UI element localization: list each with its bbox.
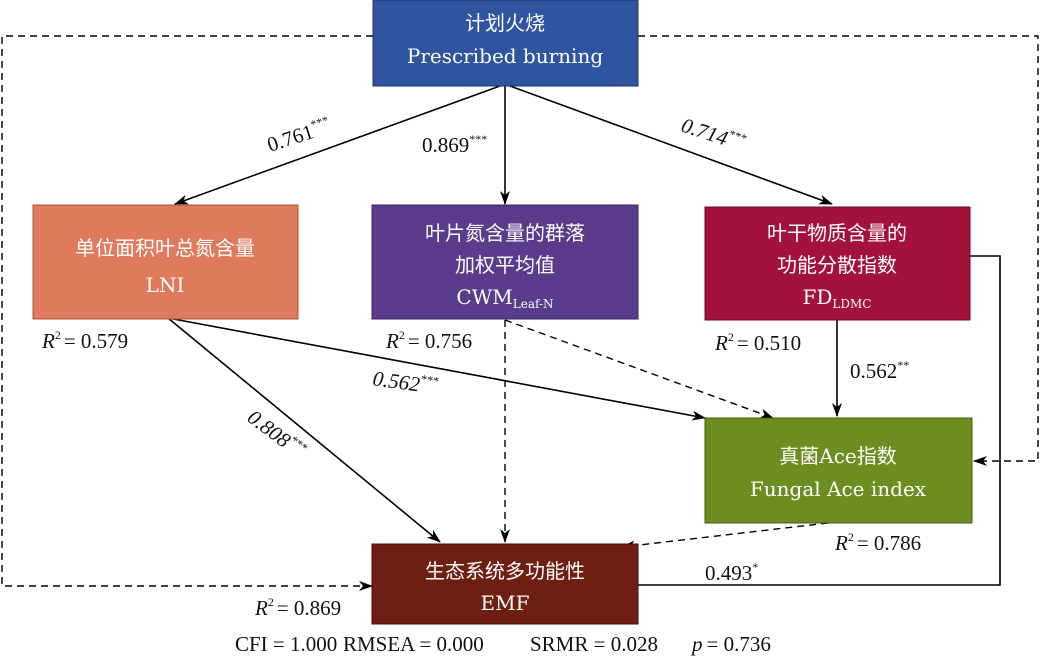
coef-fd-emf: 0.493* [705,560,758,585]
node-fungal-zh: 真菌Ace指数 [779,444,896,468]
node-cwm-zh2: 加权平均值 [455,253,555,277]
node-emf-zh: 生态系统多功能性 [425,559,585,583]
node-fungal-en: Fungal Ace index [750,477,927,501]
arrow-pb-to-lni [174,85,501,205]
fit-cfi: CFI = 1.000 [235,632,337,656]
coef-pb-fd: 0.714*** [678,112,748,156]
node-emf-en: EMF [481,591,530,615]
node-pb-en: Prescribed burning [407,44,603,68]
node-cwm: 叶片氮含量的群落 加权平均值 CWMLeaf-N [371,204,639,320]
arrow-fungal-to-emf [621,522,829,551]
node-fungal-ace: 真菌Ace指数 Fungal Ace index [704,417,973,524]
fit-rmsea: RMSEA = 0.000 [343,632,484,656]
node-lni-en: LNI [146,273,185,297]
arrow-pb-to-fd [509,85,833,205]
arrow-pb-to-fungal [638,35,1039,466]
r2-cwm: R2= 0.756 [385,328,472,353]
arrow-lni-to-fungal [167,317,706,421]
node-cwm-en: CWMLeaf-N [456,285,553,311]
r2-fungal: R2= 0.786 [834,530,921,555]
coef-fd-fungal: 0.562** [850,358,909,383]
node-fd-en: FDLDMC [803,285,872,311]
fit-srmr: SRMR = 0.028 [530,632,658,656]
node-prescribed-burning: 计划火烧 Prescribed burning [372,0,639,87]
node-fd: 叶干物质含量的 功能分散指数 FDLDMC [704,206,971,321]
node-pb-zh: 计划火烧 [465,11,545,35]
arrow-pb-to-emf [1,35,373,591]
fit-p: p= 0.736 [690,632,771,656]
node-fd-zh2: 功能分散指数 [777,253,897,277]
coef-lni-emf: 0.808*** [243,404,310,463]
coef-pb-cwm: 0.869*** [422,132,487,157]
r2-emf: R2= 0.869 [254,595,341,620]
coef-lni-fungal: 0.562*** [371,365,439,399]
node-lni-zh: 单位面积叶总氮含量 [75,236,255,260]
arrow-lni-to-emf [167,317,441,543]
arrow-fd-to-emf [621,255,1001,590]
node-emf: 生态系统多功能性 EMF [371,543,639,625]
node-lni: 单位面积叶总氮含量 LNI [32,204,299,320]
r2-lni: R2= 0.579 [41,328,128,353]
r2-fd: R2= 0.510 [714,330,801,355]
node-fd-zh1: 叶干物质含量的 [767,221,907,245]
node-cwm-zh1: 叶片氮含量的群落 [425,221,585,245]
